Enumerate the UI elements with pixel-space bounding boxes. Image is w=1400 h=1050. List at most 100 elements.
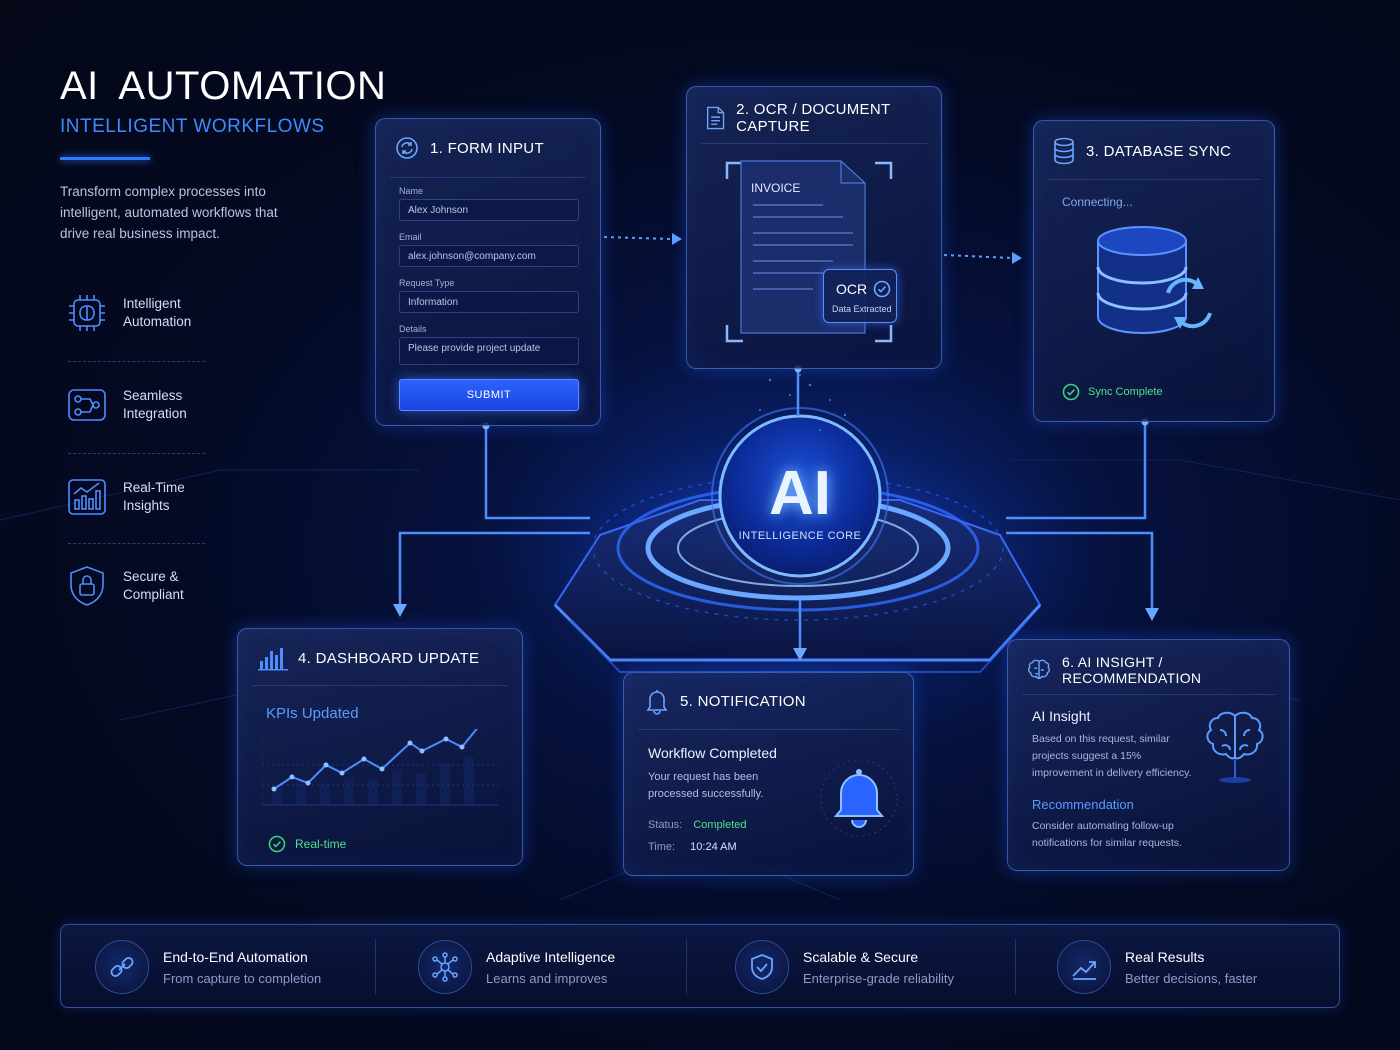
shield-lock-icon: [64, 563, 110, 609]
details-label: Details: [399, 324, 427, 334]
ocr-badge-title: OCR: [836, 281, 868, 297]
feature-label: Real-Time Insights: [123, 480, 185, 513]
notification-heading: Workflow Completed: [648, 745, 777, 761]
database-panel: 3. DATABASE SYNC Connecting... Sync Comp…: [1033, 120, 1275, 422]
trend-icon: [1057, 940, 1111, 994]
database-icon: [1054, 137, 1074, 165]
feature-label: Secure & Compliant: [123, 569, 184, 602]
benefit-subtitle: From capture to completion: [163, 970, 322, 986]
chip-icon: [64, 290, 110, 336]
integration-icon: [64, 382, 110, 428]
feature-divider: [68, 361, 205, 362]
recommendation-text: Consider automating follow-up notificati…: [1032, 820, 1182, 849]
kpi-line-chart: [262, 729, 498, 806]
form-input-panel: 1. FORM INPUT Name Alex Johnson Email al…: [375, 118, 601, 426]
bell-icon: [646, 690, 668, 715]
hero-description: Transform complex processes into intelli…: [60, 184, 278, 241]
time-label: Time:: [648, 841, 676, 853]
database-cylinder-icon: [1096, 226, 1212, 335]
feature-divider: [68, 543, 205, 544]
status-row: Status: Completed: [648, 819, 747, 831]
notification-panel: 5. NOTIFICATION Workflow Completed Your …: [623, 672, 914, 876]
ai-insight-heading: AI Insight: [1032, 708, 1091, 724]
real-time-label: Real-time: [295, 837, 347, 851]
panel-title: 3. DATABASE SYNC: [1086, 142, 1232, 160]
benefit-title: Adaptive Intelligence: [486, 948, 616, 965]
time-row: Time: 10:24 AM: [648, 841, 737, 853]
title-underline: [60, 157, 150, 160]
ocr-badge-sub: Data Extracted: [832, 304, 892, 314]
benefit-subtitle: Enterprise-grade reliability: [803, 970, 955, 986]
ai-insight-text: Based on this request, similar projects …: [1032, 733, 1192, 779]
panel-title: 6. AI INSIGHT / RECOMMENDATION: [1062, 654, 1202, 686]
bottom-benefits-bar: End-to-End Automation From capture to co…: [60, 924, 1340, 1008]
invoice-label: INVOICE: [751, 181, 801, 195]
benefit-title: Scalable & Secure: [803, 948, 919, 965]
real-time-status: Real-time: [268, 835, 346, 853]
email-label: Email: [399, 232, 422, 242]
check-circle-icon: [873, 280, 891, 298]
page-subtitle: INTELLIGENT WORKFLOWS: [60, 116, 325, 137]
title-automation: AUTOMATION: [118, 64, 387, 108]
ai-core-label: AI: [769, 459, 831, 528]
check-circle-icon: [1062, 383, 1080, 401]
benefit-subtitle: Better decisions, faster: [1125, 970, 1258, 986]
ai-core-sublabel: INTELLIGENCE CORE: [738, 530, 862, 542]
bar-chart-icon: [258, 648, 288, 671]
sync-complete-label: Sync Complete: [1088, 386, 1163, 398]
panel-title: 2. OCR / DOCUMENT CAPTURE: [736, 101, 891, 135]
feature-label: Seamless Integration: [123, 388, 187, 421]
page-title: AI AUTOMATION: [60, 64, 386, 109]
link-icon: [95, 940, 149, 994]
panel-title: 5. NOTIFICATION: [680, 692, 806, 710]
ai-insight-panel: 6. AI INSIGHT / RECOMMENDATION AI Insigh…: [1007, 639, 1290, 871]
ocr-panel: 2. OCR / DOCUMENT CAPTURE INVOICE OCR Da…: [686, 86, 942, 369]
kpi-label: KPIs Updated: [266, 705, 359, 722]
name-label: Name: [399, 186, 424, 196]
details-field[interactable]: Please provide project update: [399, 337, 579, 365]
request-type-label: Request Type: [399, 278, 455, 288]
time-value: 10:24 AM: [690, 841, 737, 853]
check-circle-icon: [268, 835, 286, 853]
email-field[interactable]: alex.johnson@company.com: [399, 245, 579, 267]
feature-divider: [68, 453, 205, 454]
brain-icon: [1028, 659, 1051, 680]
recommendation-heading: Recommendation: [1032, 797, 1134, 812]
feature-intelligent-automation: Intelligent Automation: [64, 283, 209, 343]
name-field[interactable]: Alex Johnson: [399, 199, 579, 221]
title-ai: AI: [60, 64, 99, 108]
benefit-title: Real Results: [1125, 948, 1205, 965]
large-bell-icon: [820, 759, 898, 837]
feature-secure-compliant: Secure & Compliant: [64, 556, 209, 616]
chart-icon: [64, 474, 110, 520]
benefit-divider: [375, 939, 376, 995]
large-brain-icon: [1206, 711, 1264, 783]
notification-message: Your request has been processed successf…: [648, 771, 764, 800]
request-type-field[interactable]: Information: [399, 291, 579, 313]
feature-seamless-integration: Seamless Integration: [64, 375, 209, 435]
panel-title: 1. FORM INPUT: [430, 139, 544, 157]
feature-label: Intelligent Automation: [123, 296, 192, 329]
sync-complete-status: Sync Complete: [1062, 383, 1163, 401]
benefit-subtitle: Learns and improves: [486, 970, 608, 986]
ai-core: AI INTELLIGENCE CORE: [720, 459, 880, 543]
dashboard-panel: 4. DASHBOARD UPDATE KPIs Updated Real-ti…: [237, 628, 523, 866]
submit-button[interactable]: SUBMIT: [399, 379, 579, 411]
ocr-badge: OCR Data Extracted: [823, 269, 897, 323]
benefit-end-to-end: End-to-End Automation From capture to co…: [95, 940, 321, 994]
cycle-icon: [396, 137, 418, 159]
shield-check-icon: [735, 940, 789, 994]
benefit-divider: [686, 939, 687, 995]
panel-title: 4. DASHBOARD UPDATE: [298, 649, 480, 667]
connecting-status: Connecting...: [1062, 195, 1133, 209]
status-label: Status:: [648, 819, 683, 831]
network-icon: [418, 940, 472, 994]
feature-real-time-insights: Real-Time Insights: [64, 467, 209, 527]
document-icon: [706, 106, 725, 130]
status-value: Completed: [693, 819, 747, 831]
benefit-adaptive-intelligence: Adaptive Intelligence Learns and improve…: [418, 940, 615, 994]
benefit-title: End-to-End Automation: [163, 948, 308, 965]
benefit-real-results: Real Results Better decisions, faster: [1057, 940, 1257, 994]
benefit-scalable-secure: Scalable & Secure Enterprise-grade relia…: [735, 940, 954, 994]
